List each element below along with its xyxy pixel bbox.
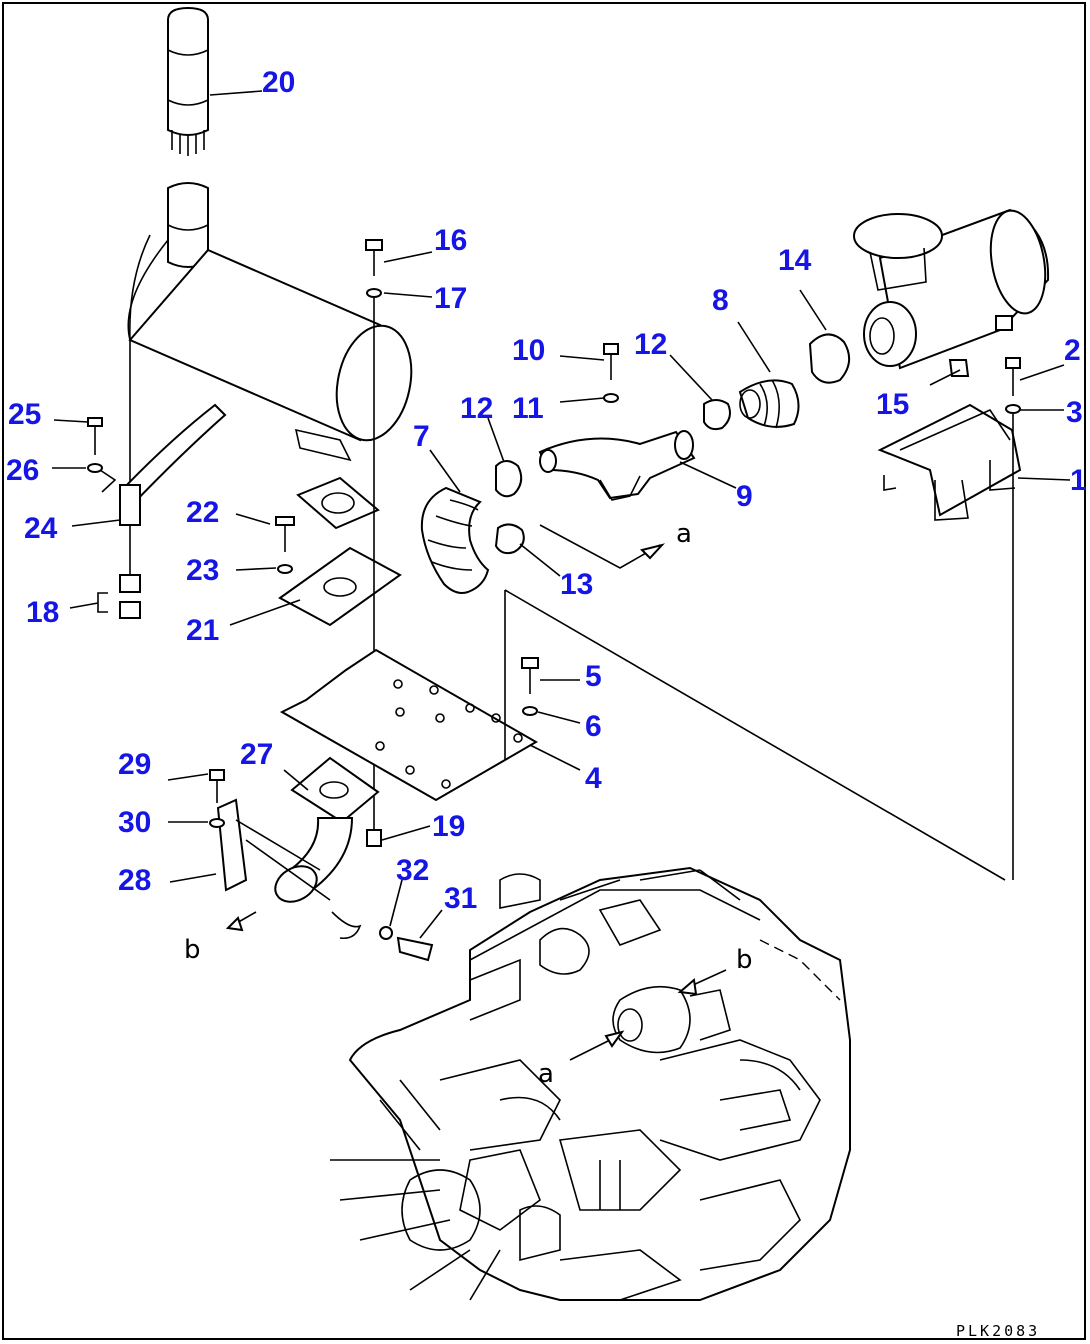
muffler-strap-part — [87, 403, 227, 619]
part-label-23: 23 — [186, 554, 219, 587]
part-label-22: 22 — [186, 496, 219, 529]
connection-letter-b-pipe: b — [184, 935, 201, 965]
part-label-18: 18 — [26, 596, 59, 629]
part-label-20: 20 — [262, 66, 295, 99]
part-label-32: 32 — [396, 854, 429, 887]
part-label-19: 19 — [432, 810, 465, 843]
part-label-12-right: 12 — [634, 328, 667, 361]
part-label-29: 29 — [118, 748, 151, 781]
muffler-part — [127, 182, 413, 575]
part-label-6: 6 — [585, 710, 602, 743]
air-cleaner-bracket-part — [877, 357, 1022, 880]
exhaust-elbow-part — [209, 756, 434, 962]
part-label-12-left: 12 — [460, 392, 493, 425]
part-label-28: 28 — [118, 864, 151, 897]
leader-lines — [52, 90, 1071, 939]
part-label-31: 31 — [444, 882, 477, 915]
part-label-10: 10 — [512, 334, 545, 367]
air-elbow-part — [538, 343, 696, 501]
part-label-24: 24 — [24, 512, 58, 545]
part-label-16: 16 — [434, 224, 467, 257]
air-hose-part — [703, 333, 851, 431]
part-label-1: 1 — [1070, 464, 1087, 497]
part-label-9: 9 — [736, 480, 753, 513]
connection-letter-b-engine: b — [736, 945, 753, 975]
part-label-15: 15 — [876, 388, 909, 421]
flange-gasket-part — [275, 476, 402, 627]
part-label-7: 7 — [413, 420, 430, 453]
part-label-13: 13 — [560, 568, 593, 601]
part-label-4: 4 — [585, 762, 602, 795]
connection-letter-a-engine: a — [538, 1059, 554, 1089]
drawing-code: PLK2083 — [956, 1322, 1040, 1340]
part-label-21: 21 — [186, 614, 219, 647]
connection-letters: a a b b — [184, 519, 753, 1089]
part-label-8: 8 — [712, 284, 729, 317]
part-label-30: 30 — [118, 806, 151, 839]
guide-lines — [225, 524, 1006, 932]
intake-hose-part — [420, 460, 525, 594]
engine-part — [330, 866, 851, 1301]
part-number-labels: 1 2 3 4 5 6 7 8 9 10 11 12 12 13 14 15 1… — [6, 66, 1087, 915]
base-plate-part — [279, 648, 539, 802]
part-label-2: 2 — [1064, 334, 1081, 367]
exhaust-stack-part — [167, 6, 209, 156]
part-label-25: 25 — [8, 398, 41, 431]
part-label-3: 3 — [1066, 396, 1083, 429]
part-label-14: 14 — [778, 244, 812, 277]
part-label-17: 17 — [434, 282, 467, 315]
part-label-5: 5 — [585, 660, 602, 693]
part-label-26: 26 — [6, 454, 39, 487]
air-cleaner-part — [853, 208, 1050, 377]
part-label-27: 27 — [240, 738, 273, 771]
connection-letter-a-upper: a — [676, 519, 692, 549]
part-label-11: 11 — [512, 392, 544, 425]
